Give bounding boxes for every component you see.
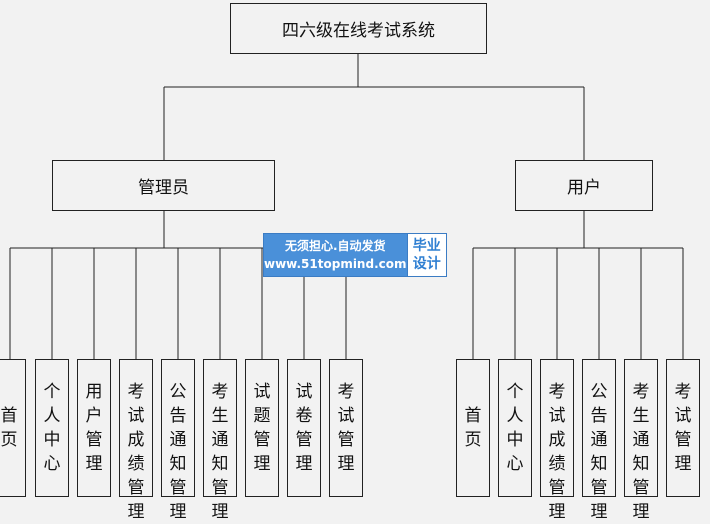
leaf-char: 试	[295, 382, 313, 402]
watermark-badge-line2: 设计	[412, 256, 441, 272]
leaf-char: 个	[43, 382, 61, 402]
watermark-badge-line1: 毕业	[412, 238, 441, 254]
leaf-char: 首	[0, 406, 18, 426]
leaf-node: 试题管理	[245, 359, 279, 497]
leaf-char: 成	[548, 430, 566, 450]
leaf-char: 通	[169, 430, 187, 450]
leaf-char: 公	[590, 382, 608, 402]
leaf-char: 理	[337, 454, 355, 474]
leaf-char: 页	[0, 430, 18, 450]
leaf-char: 通	[632, 430, 650, 450]
leaf-char: 理	[674, 454, 692, 474]
leaf-char: 管	[169, 478, 187, 498]
leaf-node: 考试管理	[666, 359, 700, 497]
leaf-char: 公	[169, 382, 187, 402]
branch-admin-node: 管理员	[52, 160, 275, 211]
leaf-char: 试	[548, 406, 566, 426]
leaf-node: 首页	[456, 359, 490, 497]
branch-user-label: 用户	[567, 178, 601, 198]
leaf-char: 理	[127, 502, 145, 522]
leaf-char: 知	[590, 454, 608, 474]
leaf-node: 公告通知管理	[582, 359, 616, 522]
leaf-char: 心	[506, 454, 524, 474]
leaf-char: 通	[211, 430, 229, 450]
leaf-char: 管	[211, 478, 229, 498]
leaf-char: 知	[211, 454, 229, 474]
leaf-char: 题	[253, 406, 271, 426]
leaf-char: 中	[43, 430, 61, 450]
leaf-char: 管	[632, 478, 650, 498]
leaf-char: 管	[85, 430, 103, 450]
leaf-char: 人	[506, 406, 524, 426]
watermark-line2: www.51topmind.com	[264, 257, 407, 271]
leaf-char: 生	[632, 406, 650, 426]
leaf-char: 理	[85, 454, 103, 474]
leaf-char: 理	[211, 502, 229, 522]
leaf-node: 考生通知管理	[624, 359, 658, 522]
leaf-node: 试卷管理	[287, 359, 321, 497]
leaf-char: 页	[464, 430, 482, 450]
leaf-char: 绩	[127, 454, 145, 474]
leaf-node: 个人中心	[35, 359, 69, 497]
leaf-node: 考试成绩管理	[540, 359, 574, 522]
leaf-char: 理	[590, 502, 608, 522]
watermark-text: 无须担心.自动发货 www.51topmind.com	[264, 234, 407, 276]
leaf-node: 考试成绩管理	[119, 359, 153, 522]
leaf-char: 心	[43, 454, 61, 474]
leaf-node: 首页	[0, 359, 26, 497]
leaf-node: 个人中心	[498, 359, 532, 497]
leaf-char: 试	[253, 382, 271, 402]
leaf-char: 考	[337, 382, 355, 402]
leaf-char: 考	[127, 382, 145, 402]
leaf-char: 理	[253, 454, 271, 474]
leaf-char: 人	[43, 406, 61, 426]
leaf-node: 考试管理	[329, 359, 363, 497]
leaf-char: 知	[632, 454, 650, 474]
leaf-node: 公告通知管理	[161, 359, 195, 522]
leaf-char: 理	[169, 502, 187, 522]
leaf-char: 户	[85, 406, 103, 426]
leaf-char: 通	[590, 430, 608, 450]
leaf-char: 告	[169, 406, 187, 426]
leaf-char: 卷	[295, 406, 313, 426]
leaf-char: 成	[127, 430, 145, 450]
leaf-char: 知	[169, 454, 187, 474]
branch-admin-label: 管理员	[138, 178, 189, 198]
leaf-char: 用	[85, 382, 103, 402]
leaf-char: 管	[253, 430, 271, 450]
leaf-char: 管	[295, 430, 313, 450]
leaf-char: 考	[211, 382, 229, 402]
leaf-node: 用户管理	[77, 359, 111, 497]
leaf-char: 管	[674, 430, 692, 450]
leaf-char: 理	[548, 502, 566, 522]
leaf-char: 管	[590, 478, 608, 498]
leaf-char: 考	[548, 382, 566, 402]
leaf-char: 生	[211, 406, 229, 426]
branch-user-node: 用户	[515, 160, 653, 211]
leaf-char: 考	[674, 382, 692, 402]
leaf-char: 管	[127, 478, 145, 498]
leaf-char: 考	[632, 382, 650, 402]
org-chart: 四六级在线考试系统 管理员 用户 首页个人中心用户管理考试成绩管理公告通知管理考…	[0, 3, 700, 522]
leaf-char: 试	[127, 406, 145, 426]
leaf-char: 管	[337, 430, 355, 450]
leaf-char: 试	[674, 406, 692, 426]
leaf-char: 中	[506, 430, 524, 450]
leaf-char: 首	[464, 406, 482, 426]
leaf-char: 管	[548, 478, 566, 498]
watermark-badge: 毕业 设计	[406, 234, 446, 276]
leaf-node: 考生通知管理	[203, 359, 237, 522]
leaf-char: 理	[632, 502, 650, 522]
root-label: 四六级在线考试系统	[282, 21, 435, 41]
root-node: 四六级在线考试系统	[230, 3, 487, 54]
leaf-char: 绩	[548, 454, 566, 474]
watermark-banner: 无须担心.自动发货 www.51topmind.com 毕业 设计	[263, 233, 447, 277]
leaf-char: 试	[337, 406, 355, 426]
leaf-char: 理	[295, 454, 313, 474]
leaf-char: 告	[590, 406, 608, 426]
watermark-line1: 无须担心.自动发货	[284, 239, 386, 253]
leaf-char: 个	[506, 382, 524, 402]
connector-lines	[9, 54, 684, 359]
